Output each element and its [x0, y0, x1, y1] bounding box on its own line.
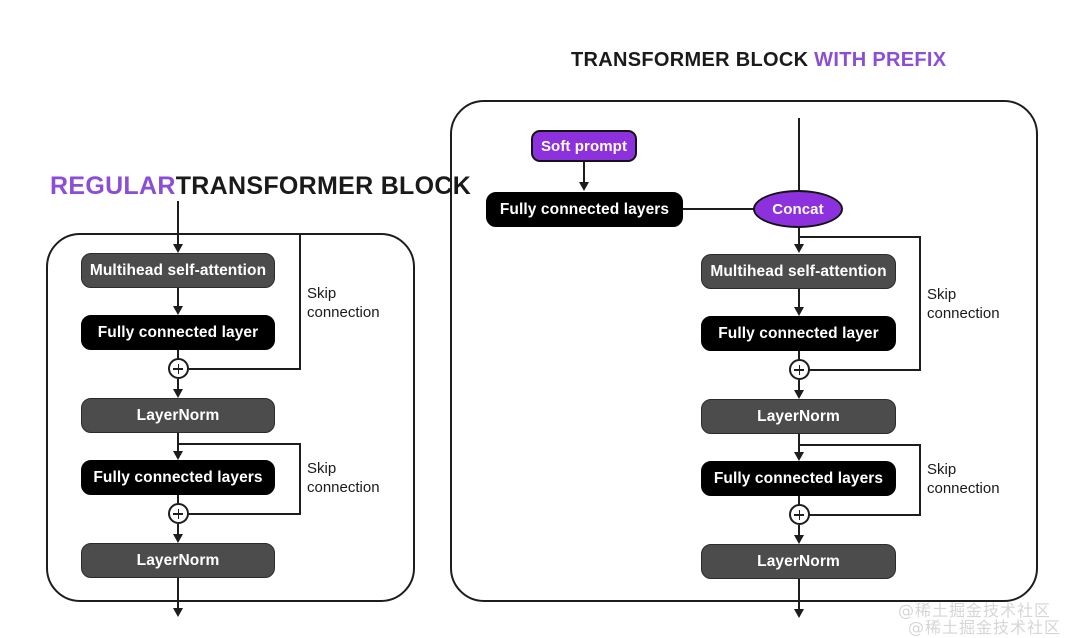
right-node-fully-connected-layer[interactable]: Fully connected layer — [701, 316, 896, 351]
left-add2-to-ln2-line — [177, 524, 179, 535]
left-diagram-title: RegularTransformer block — [50, 172, 471, 201]
right-output-line — [798, 579, 800, 612]
right-add2-to-ln2-arrowhead — [793, 535, 804, 544]
right-skip2-bottom-segment — [809, 514, 921, 516]
left-junction-add-1 — [167, 358, 189, 379]
left-node-fully-connected-layer-label: Fully connected layer — [97, 323, 259, 341]
right-title-lead: Transformer block — [571, 49, 815, 71]
right-node-layernorm-1-label: LayerNorm — [757, 407, 840, 425]
right-add1-to-ln1-arrowhead — [793, 390, 804, 399]
right-skip-label-2-line1: Skip — [927, 461, 957, 478]
left-add2-to-ln2-arrowhead — [172, 534, 183, 543]
left-skip-connection-label-1: Skip connection — [307, 284, 380, 322]
left-skip2-bottom-segment — [188, 513, 301, 515]
left-node-fully-connected-layer[interactable]: Fully connected layer — [81, 315, 275, 350]
right-add2-to-ln2-line — [798, 525, 800, 536]
right-node-soft-prompt-label: Soft prompt — [540, 137, 628, 155]
left-junction-add-2 — [167, 503, 189, 524]
right-node-concat-label: Concat — [772, 200, 824, 218]
right-add1-to-ln1-line — [798, 380, 800, 391]
prefix-transformer-block-container — [450, 100, 1038, 602]
right-node-fully-connected-layers[interactable]: Fully connected layers — [701, 461, 896, 496]
left-output-arrowhead — [172, 608, 183, 617]
left-node-fully-connected-layers[interactable]: Fully connected layers — [81, 460, 275, 495]
left-fc1-to-add1-line — [177, 350, 179, 359]
right-fc2-to-add2-line — [798, 496, 800, 505]
right-node-layernorm-2-label: LayerNorm — [757, 552, 840, 570]
left-skip1-vertical-segment — [299, 233, 301, 370]
right-node-soft-prompt[interactable]: Soft prompt — [531, 130, 637, 162]
right-fc1-to-add1-line — [798, 351, 800, 360]
right-node-prefix-fully-connected-layers[interactable]: Fully connected layers — [486, 192, 683, 227]
left-skip-label-2-line2: connection — [307, 479, 380, 496]
right-node-layernorm-1[interactable]: LayerNorm — [701, 399, 896, 434]
left-add1-to-ln1-arrowhead — [172, 389, 183, 398]
left-skip-label-2-line1: Skip — [307, 460, 337, 477]
right-skip2-top-segment — [798, 444, 921, 446]
left-output-line — [177, 578, 179, 611]
left-node-layernorm-1-label: LayerNorm — [136, 406, 220, 424]
left-skip-label-1-line2: connection — [307, 304, 380, 321]
right-skip-label-1-line2: connection — [927, 305, 1000, 322]
left-skip1-top-segment — [177, 233, 301, 235]
right-skip-connection-label-1: Skip connection — [927, 285, 1000, 323]
right-skip1-top-segment — [798, 236, 921, 238]
left-input-line — [177, 201, 179, 245]
right-node-fully-connected-layers-label: Fully connected layers — [713, 469, 884, 487]
right-node-multihead-self-attention-label: Multihead self-attention — [710, 262, 887, 280]
right-input-line — [798, 118, 800, 192]
right-skip2-vertical-segment — [919, 444, 921, 514]
watermark-line-2: @稀土掘金技术社区 — [908, 618, 1062, 637]
right-node-layernorm-2[interactable]: LayerNorm — [701, 544, 896, 579]
left-title-accent-word: Regular — [50, 172, 176, 200]
right-skip1-bottom-segment — [809, 369, 921, 371]
left-mha-to-fc1-line — [177, 288, 179, 307]
right-mha-to-fc1-arrowhead — [793, 307, 804, 316]
right-concat-to-mha-arrowhead — [793, 244, 804, 253]
left-node-fully-connected-layers-label: Fully connected layers — [93, 468, 263, 486]
right-skip-label-1-line1: Skip — [927, 286, 957, 303]
left-node-multihead-self-attention-label: Multihead self-attention — [89, 261, 267, 279]
right-node-prefix-fully-connected-layers-label: Fully connected layers — [499, 200, 670, 218]
right-prefix-to-concat-line — [683, 208, 754, 210]
right-ln1-to-fc2-line — [798, 434, 800, 454]
left-skip2-vertical-segment — [299, 443, 301, 513]
left-skip1-bottom-segment — [188, 368, 301, 370]
right-node-concat[interactable]: Concat — [753, 190, 843, 228]
left-node-multihead-self-attention[interactable]: Multihead self-attention — [81, 253, 275, 288]
right-skip1-vertical-segment — [919, 236, 921, 370]
right-node-fully-connected-layer-label: Fully connected layer — [718, 324, 879, 342]
right-output-arrowhead — [793, 609, 804, 618]
left-skip-label-1-line1: Skip — [307, 285, 337, 302]
right-junction-add-1 — [788, 359, 810, 380]
left-ln1-to-fc2-arrowhead — [172, 451, 183, 460]
left-fc2-to-add2-line — [177, 495, 179, 504]
right-mha-to-fc1-line — [798, 289, 800, 308]
right-diagram-title: Transformer block with Prefix — [571, 49, 946, 72]
left-skip2-top-segment — [177, 443, 301, 445]
left-mha-to-fc1-arrowhead — [172, 306, 183, 315]
left-node-layernorm-2[interactable]: LayerNorm — [81, 543, 275, 578]
right-junction-add-2 — [788, 504, 810, 525]
right-skip-label-2-line2: connection — [927, 480, 1000, 497]
left-node-layernorm-1[interactable]: LayerNorm — [81, 398, 275, 433]
left-title-rest: Transformer block — [175, 172, 472, 200]
right-title-accent-word: with Prefix — [814, 49, 947, 71]
right-softprompt-to-fc-arrowhead — [578, 182, 589, 191]
left-ln1-to-fc2-line — [177, 433, 179, 453]
right-ln1-to-fc2-arrowhead — [793, 452, 804, 461]
right-node-multihead-self-attention[interactable]: Multihead self-attention — [701, 254, 896, 289]
left-input-arrowhead — [172, 244, 183, 253]
left-add1-to-ln1-line — [177, 379, 179, 390]
watermark-line-1: @稀土掘金技术社区 — [898, 601, 1052, 620]
left-node-layernorm-2-label: LayerNorm — [136, 551, 220, 569]
right-skip-connection-label-2: Skip connection — [927, 460, 1000, 498]
right-softprompt-to-fc-line — [583, 162, 585, 183]
left-skip-connection-label-2: Skip connection — [307, 459, 380, 497]
